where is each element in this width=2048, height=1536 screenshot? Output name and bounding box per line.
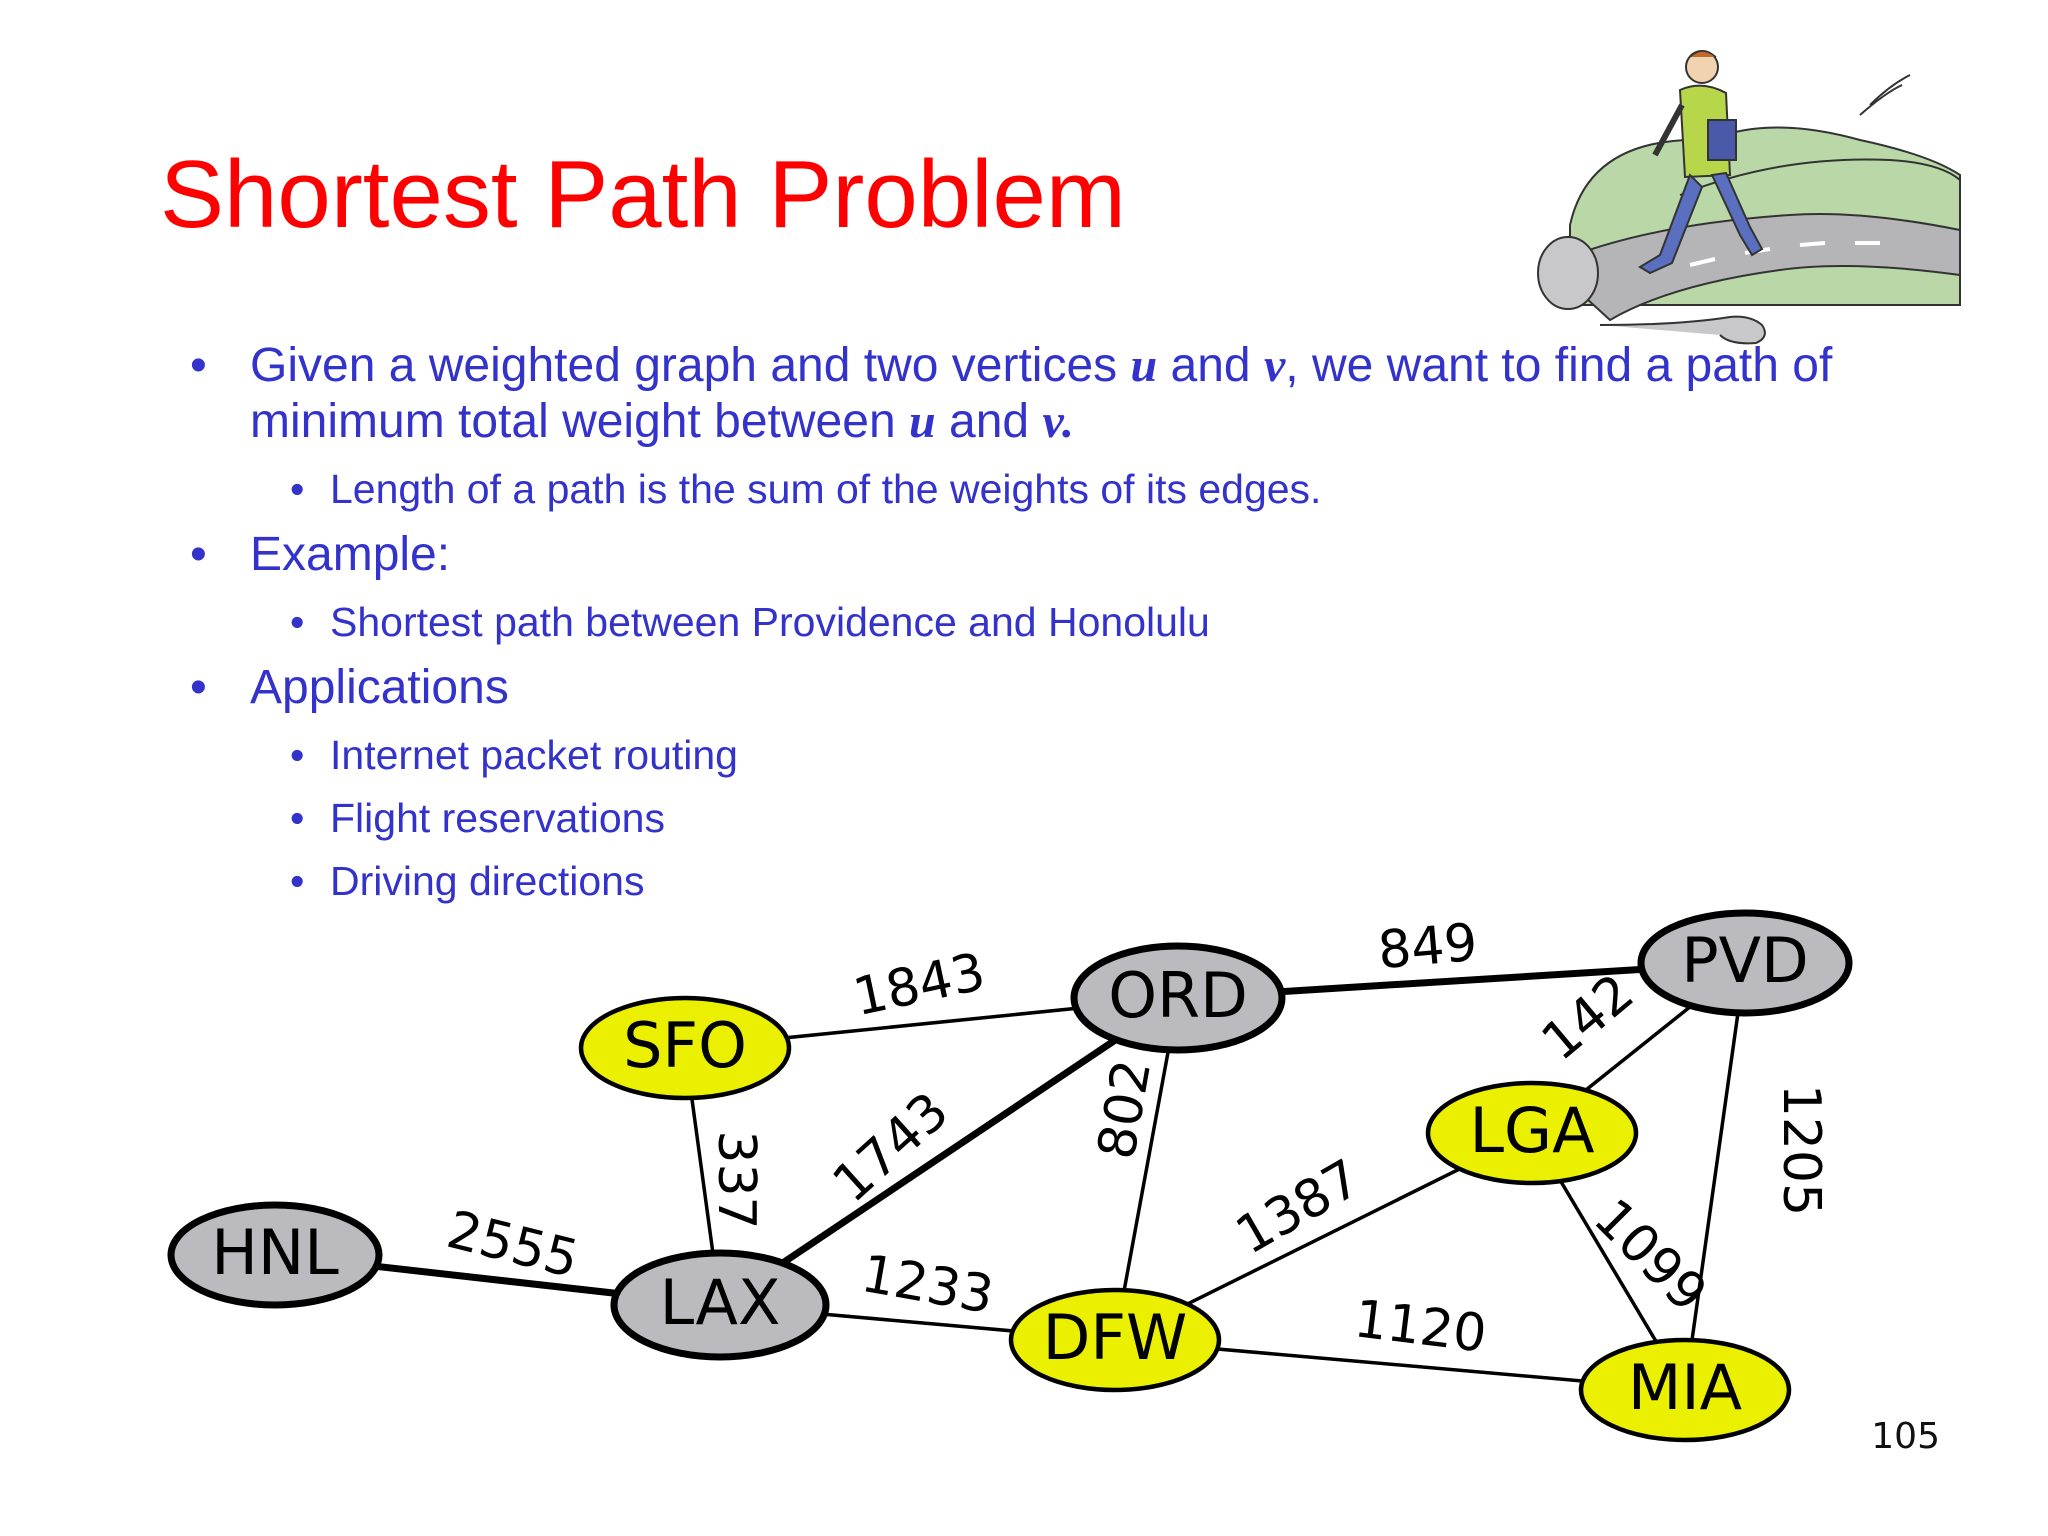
edge-weight-label: 1233 bbox=[857, 1244, 998, 1326]
edge-weight-label: 849 bbox=[1376, 913, 1480, 981]
sub-bullet-item: • Internet packet routing bbox=[290, 730, 1910, 780]
node-label: HNL bbox=[211, 1216, 339, 1289]
sub-bullet-item: • Shortest path between Providence and H… bbox=[290, 597, 1910, 647]
page-number: 105 bbox=[1871, 1416, 1940, 1457]
sub-bullet-text: Shortest path between Providence and Hon… bbox=[330, 599, 1210, 645]
bullet-dot: • bbox=[290, 858, 305, 904]
bullet-text: Given a weighted graph and two vertices … bbox=[250, 339, 1833, 448]
sub-bullet-item: • Driving directions bbox=[290, 856, 1910, 906]
node-ellipse bbox=[578, 995, 792, 1101]
node-mia: MIA bbox=[1578, 1337, 1792, 1443]
bullet-list: • Given a weighted graph and two vertice… bbox=[190, 338, 1910, 919]
node-dfw: DFW bbox=[1008, 1287, 1222, 1393]
node-lax: LAX bbox=[610, 1249, 830, 1361]
sub-bullet-item: • Flight reservations bbox=[290, 793, 1910, 843]
edge-weight-label: 1205 bbox=[1771, 1084, 1831, 1216]
node-label: PVD bbox=[1681, 924, 1809, 997]
node-ellipse bbox=[610, 1249, 830, 1361]
sub-bullet-text: Internet packet routing bbox=[330, 732, 738, 778]
bullet-item: • Example: bbox=[190, 527, 1910, 583]
edge-pvd-mia bbox=[1683, 962, 1747, 1391]
bullet-dot: • bbox=[190, 339, 207, 392]
bullet-dot: • bbox=[290, 732, 305, 778]
node-hnl: HNL bbox=[167, 1201, 383, 1309]
edge-ord-dfw bbox=[1113, 997, 1180, 1341]
edge-lax-ord bbox=[718, 995, 1180, 1308]
bullet-item: • Given a weighted graph and two vertice… bbox=[190, 338, 1910, 450]
node-ord: ORD bbox=[1070, 942, 1286, 1054]
node-label: LAX bbox=[660, 1266, 781, 1339]
bullet-dot: • bbox=[290, 795, 305, 841]
bullet-item: • Applications bbox=[190, 660, 1910, 716]
node-ellipse bbox=[1637, 909, 1853, 1017]
node-ellipse bbox=[1070, 942, 1286, 1054]
bullet-dot: • bbox=[190, 528, 207, 581]
node-sfo: SFO bbox=[578, 995, 792, 1101]
edge-weight-label: 337 bbox=[706, 1130, 766, 1229]
node-ellipse bbox=[1578, 1337, 1792, 1443]
bullet-text: Applications bbox=[250, 661, 509, 714]
node-label: SFO bbox=[623, 1009, 747, 1082]
bullet-dot: • bbox=[290, 466, 305, 512]
edge-weight-label: 1843 bbox=[848, 942, 990, 1028]
node-label: MIA bbox=[1628, 1351, 1742, 1424]
walking-man-road-illustration bbox=[1537, 50, 1961, 345]
bullet-dot: • bbox=[190, 661, 207, 714]
sub-bullet-text: Driving directions bbox=[330, 858, 645, 904]
node-lga: LGA bbox=[1425, 1080, 1639, 1186]
node-ellipse bbox=[1008, 1287, 1222, 1393]
node-label: DFW bbox=[1043, 1301, 1188, 1374]
node-label: LGA bbox=[1470, 1094, 1595, 1167]
slide-title: Shortest Path Problem bbox=[160, 141, 1126, 248]
sub-bullet-text: Length of a path is the sum of the weigh… bbox=[330, 466, 1322, 512]
sub-bullet-item: • Length of a path is the sum of the wei… bbox=[290, 464, 1910, 514]
bullet-dot: • bbox=[290, 599, 305, 645]
node-pvd: PVD bbox=[1637, 909, 1853, 1017]
sub-bullet-text: Flight reservations bbox=[330, 795, 665, 841]
edge-weight-label: 1120 bbox=[1351, 1289, 1490, 1365]
bullet-text: Example: bbox=[250, 528, 451, 581]
node-ellipse bbox=[167, 1201, 383, 1309]
node-ellipse bbox=[1425, 1080, 1639, 1186]
node-label: ORD bbox=[1108, 959, 1248, 1032]
